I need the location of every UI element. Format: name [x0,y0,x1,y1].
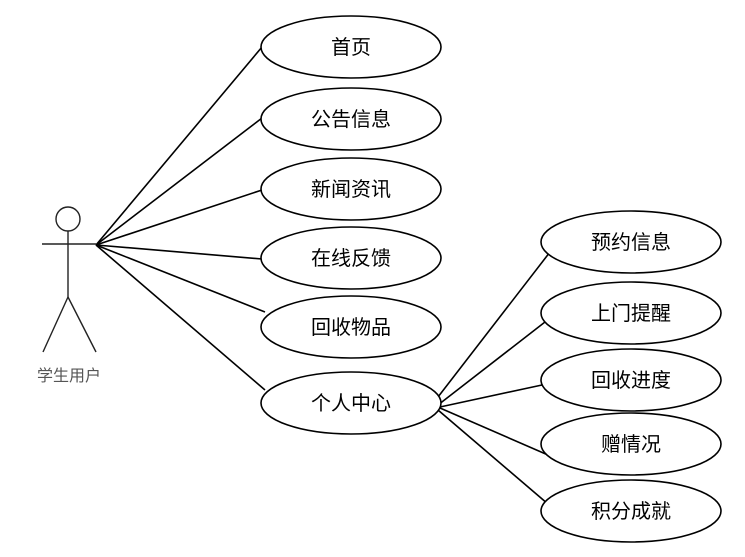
use-case-label: 首页 [331,35,371,59]
actor-right-leg [67,296,97,353]
use-case-recycle: 回收物品 [260,295,442,359]
use-case-label: 个人中心 [311,391,391,415]
use-case-label: 新闻资讯 [311,177,391,201]
use-case-points: 积分成就 [540,479,722,543]
use-case-ellipse [260,87,442,151]
actor-associations [95,46,266,391]
link-recycle [95,244,266,313]
use-case-ellipse [260,226,442,290]
use-case-label: 赠情况 [601,432,661,456]
use-case-ellipse [540,348,722,412]
use-case-label: 在线反馈 [311,246,391,270]
link-personal [95,244,266,391]
use-case-personal: 个人中心 [260,371,442,435]
use-case-ellipse [540,281,722,345]
actor-student-user: 学生用户 [37,206,101,385]
link-notice [95,117,263,246]
use-case-ellipse [260,15,442,79]
link-points [437,409,549,505]
link-home [95,46,263,246]
use-case-label: 预约信息 [591,230,671,254]
use-case-ellipse [540,210,722,274]
use-case-home: 首页 [260,15,442,79]
use-case-ellipse [260,371,442,435]
actor-label: 学生用户 [37,366,101,385]
link-reservation [437,251,551,398]
use-case-label: 积分成就 [591,499,671,523]
use-case-ellipse [540,479,722,543]
link-progress [439,384,543,408]
use-case-notice: 公告信息 [260,87,442,151]
use-case-label: 回收进度 [591,368,671,392]
use-case-label: 公告信息 [311,107,391,131]
actor-left-leg [42,296,69,353]
use-case-label: 上门提醒 [591,301,671,325]
link-pickup [437,321,546,406]
use-case-progress: 回收进度 [540,348,722,412]
use-case-ellipse [260,157,442,221]
use-case-reservation: 预约信息 [540,210,722,274]
use-case-ellipse [540,412,722,476]
use-case-pickup: 上门提醒 [540,281,722,345]
link-feedback [95,244,263,260]
use-case-donation: 赠情况 [540,412,722,476]
use-case-ellipse [260,295,442,359]
use-case-news: 新闻资讯 [260,157,442,221]
use-case-feedback: 在线反馈 [260,226,442,290]
use-case-label: 回收物品 [311,315,391,339]
actor-head [55,206,81,232]
link-donation [439,407,549,456]
link-news [95,189,263,246]
personal-associations [437,251,551,505]
